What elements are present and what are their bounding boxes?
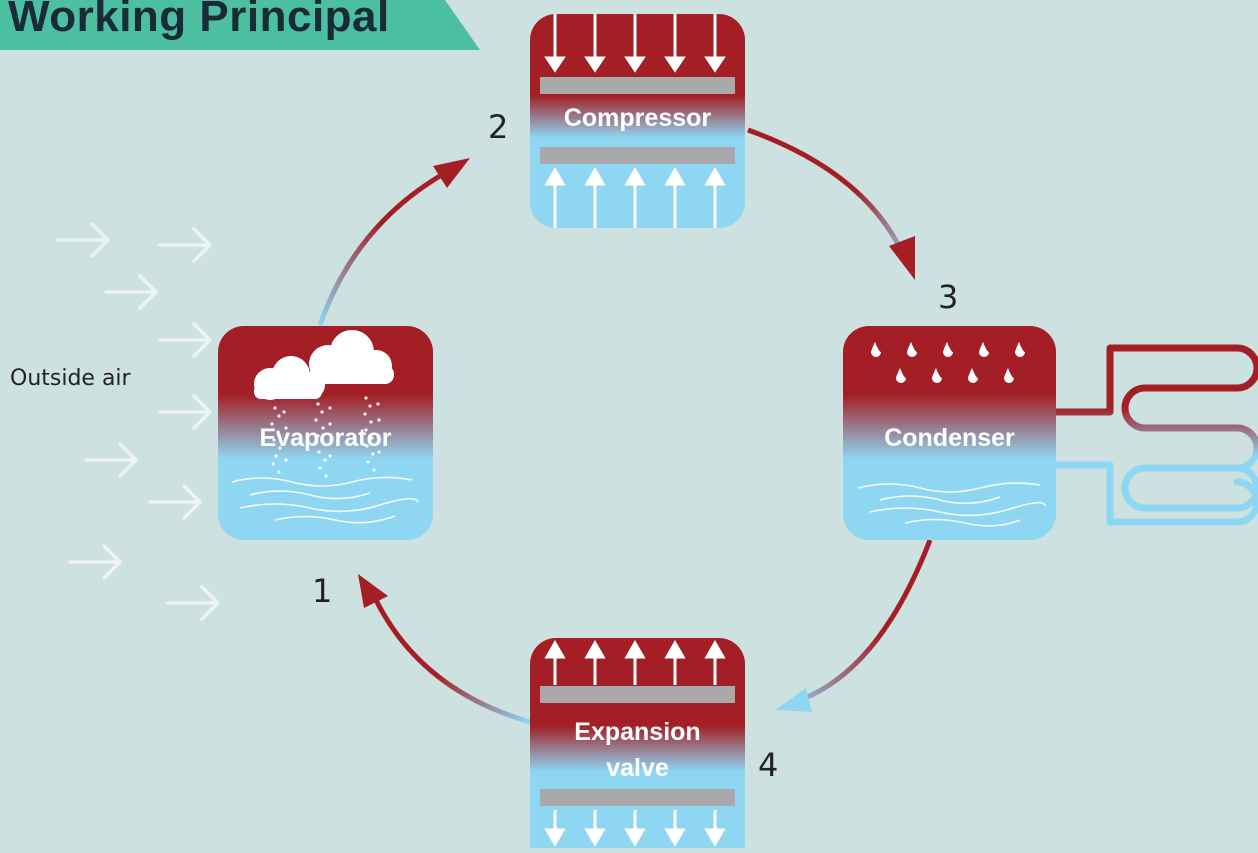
flow-arc-evaporator-to-compressor xyxy=(317,158,470,326)
title-banner xyxy=(0,0,480,50)
compressor-up-arrows xyxy=(544,166,726,228)
water-waves-icon xyxy=(231,476,419,524)
compressor-box xyxy=(530,14,745,228)
air-arrow xyxy=(68,544,122,580)
evaporator-box xyxy=(218,326,433,540)
outside-air-label: Outside air xyxy=(10,366,131,391)
air-arrow xyxy=(158,394,212,430)
step-number-4: 4 xyxy=(758,746,779,784)
evaporator-label: Evaporator xyxy=(259,424,392,452)
outside-air-arrows xyxy=(56,222,220,621)
cloud-icon xyxy=(309,330,394,384)
expansion-up-arrows xyxy=(544,639,726,685)
flow-arc-compressor-to-condenser xyxy=(747,127,915,280)
expansion-down-arrows xyxy=(544,810,726,848)
air-arrow xyxy=(158,227,212,263)
step-number-3: 3 xyxy=(938,278,959,316)
step-number-2: 2 xyxy=(488,108,509,146)
water-waves-icon xyxy=(857,482,1046,527)
air-arrow xyxy=(148,484,202,520)
air-arrow xyxy=(158,322,212,358)
air-arrow xyxy=(56,222,110,258)
compressor-label: Compressor xyxy=(563,104,712,132)
condenser-label: Condenser xyxy=(884,424,1015,452)
condenser-box xyxy=(843,326,1056,540)
expansion-bottom-plate xyxy=(540,789,735,806)
compressor-bottom-plate xyxy=(540,147,735,164)
step-number-1: 1 xyxy=(312,572,333,610)
expansion-valve-label-line2: valve xyxy=(606,754,669,782)
expansion-valve-box xyxy=(530,638,745,853)
expansion-top-plate xyxy=(540,686,735,703)
air-arrow xyxy=(104,274,158,310)
flow-arc-expansion-to-evaporator xyxy=(358,574,531,725)
page-title: Working Principal xyxy=(8,0,390,41)
condenser-coil xyxy=(1051,344,1258,526)
expansion-valve-label-line1: Expansion xyxy=(574,718,701,746)
air-arrow xyxy=(166,585,220,621)
rain-icon xyxy=(270,396,381,478)
droplet-icons xyxy=(871,342,1025,383)
compressor-top-plate xyxy=(540,77,735,94)
air-arrow xyxy=(84,442,138,478)
compressor-down-arrows xyxy=(544,14,726,73)
cloud-icon xyxy=(254,356,325,400)
flow-arc-condenser-to-expansion xyxy=(775,539,933,712)
